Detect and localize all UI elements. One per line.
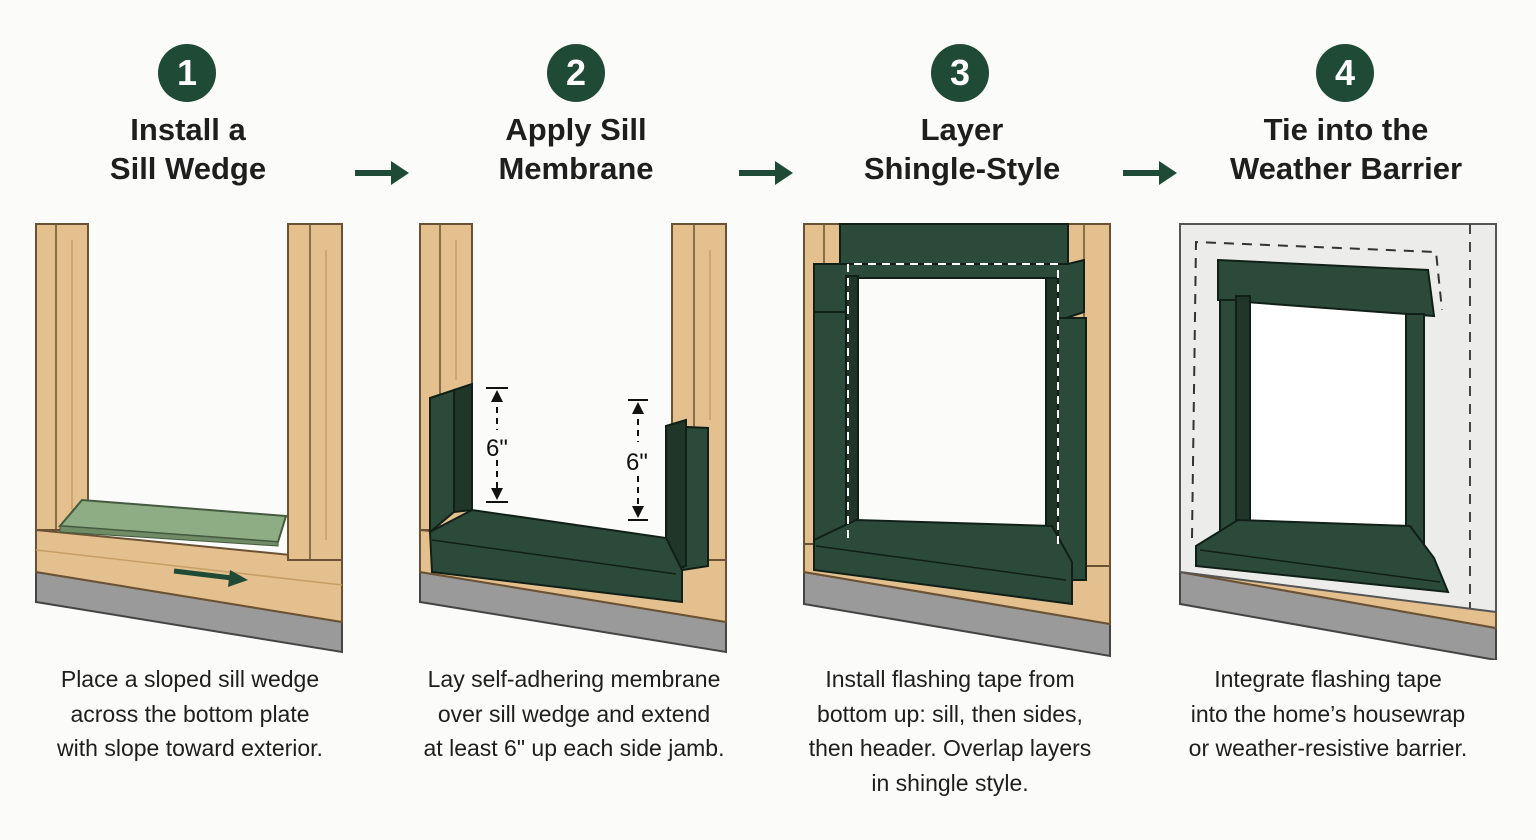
step-description-line: over sill wedge and extend xyxy=(437,700,711,727)
step-title-line: Tie into the xyxy=(1263,112,1429,147)
header-tape xyxy=(1217,258,1436,318)
dimension-marker-left: 6" xyxy=(486,387,508,503)
header-tape xyxy=(839,223,1069,269)
step-title-line: Membrane xyxy=(498,151,654,186)
step-description: Install flashing tape from bottom up: si… xyxy=(780,662,1120,800)
step-title: Layer Shingle-Style xyxy=(802,110,1122,188)
step-description-line: bottom up: sill, then sides, xyxy=(817,700,1083,727)
step-2: 2 Apply Sill Membrane xyxy=(384,0,768,840)
arrow-right-icon xyxy=(739,161,793,185)
step-number-badge: 1 xyxy=(158,44,216,102)
shingle-layering-illustration xyxy=(803,223,1111,658)
arrow-right-icon xyxy=(355,161,409,185)
sill-membrane-illustration: 6" 6" xyxy=(419,223,727,654)
step-description-line: Integrate flashing tape xyxy=(1214,666,1442,692)
dimension-label: 6" xyxy=(626,449,648,476)
step-title-line: Layer xyxy=(920,112,1004,147)
sill-tape xyxy=(813,518,1073,606)
step-description-line: or weather-resistive barrier. xyxy=(1188,735,1468,761)
step-description-line: with slope toward exterior. xyxy=(57,735,323,761)
weather-barrier-illustration xyxy=(1179,223,1497,660)
step-description-line: Lay self-adhering membrane xyxy=(427,666,721,692)
step-description-line: at least 6" up each side jamb. xyxy=(423,735,725,761)
step-title: Apply Sill Membrane xyxy=(416,110,736,188)
step-title-line: Weather Barrier xyxy=(1229,151,1463,186)
step-number-badge: 3 xyxy=(931,44,989,102)
bottom-plate xyxy=(35,528,343,624)
step-description-line: across the bottom plate xyxy=(70,700,310,727)
step-description-line: Install flashing tape from xyxy=(825,666,1075,692)
step-description-line: into the home’s housewrap xyxy=(1190,700,1466,727)
step-description-line: then header. Overlap layers xyxy=(808,735,1092,761)
sill-membrane xyxy=(428,382,709,604)
dimension-label: 6" xyxy=(486,435,508,462)
step-description-line: Place a sloped sill wedge xyxy=(60,666,320,692)
sill-wedge-illustration xyxy=(35,223,343,654)
step-description: Lay self-adhering membrane over sill wed… xyxy=(404,662,744,766)
step-number-badge: 2 xyxy=(547,44,605,102)
step-description: Place a sloped sill wedge across the bot… xyxy=(20,662,360,766)
step-title-line: Shingle-Style xyxy=(863,151,1061,186)
side-tape-left xyxy=(813,311,847,551)
right-stud xyxy=(287,223,343,561)
step-description: Integrate flashing tape into the home’s … xyxy=(1158,662,1498,766)
dimension-marker-right: 6" xyxy=(626,399,648,521)
arrow-right-icon xyxy=(1123,161,1177,185)
step-title-line: Sill Wedge xyxy=(109,151,267,186)
step-1: 1 Install a Sill Wedge xyxy=(0,0,384,840)
left-stud xyxy=(35,223,89,531)
step-4: 4 Tie into the Weather Barrier Integra xyxy=(1152,0,1536,840)
step-title-line: Apply Sill xyxy=(505,112,647,147)
step-3: 3 Layer Shingle-Style In xyxy=(768,0,1152,840)
side-tape-left xyxy=(1219,299,1237,547)
step-title: Tie into the Weather Barrier xyxy=(1186,110,1506,188)
step-title-line: Install a xyxy=(130,112,246,147)
step-description-line: in shingle style. xyxy=(871,769,1029,796)
step-title: Install a Sill Wedge xyxy=(28,110,348,188)
step-number-badge: 4 xyxy=(1316,44,1374,102)
slope-direction-arrow-icon xyxy=(173,568,248,587)
overlap-guide xyxy=(847,263,1059,550)
